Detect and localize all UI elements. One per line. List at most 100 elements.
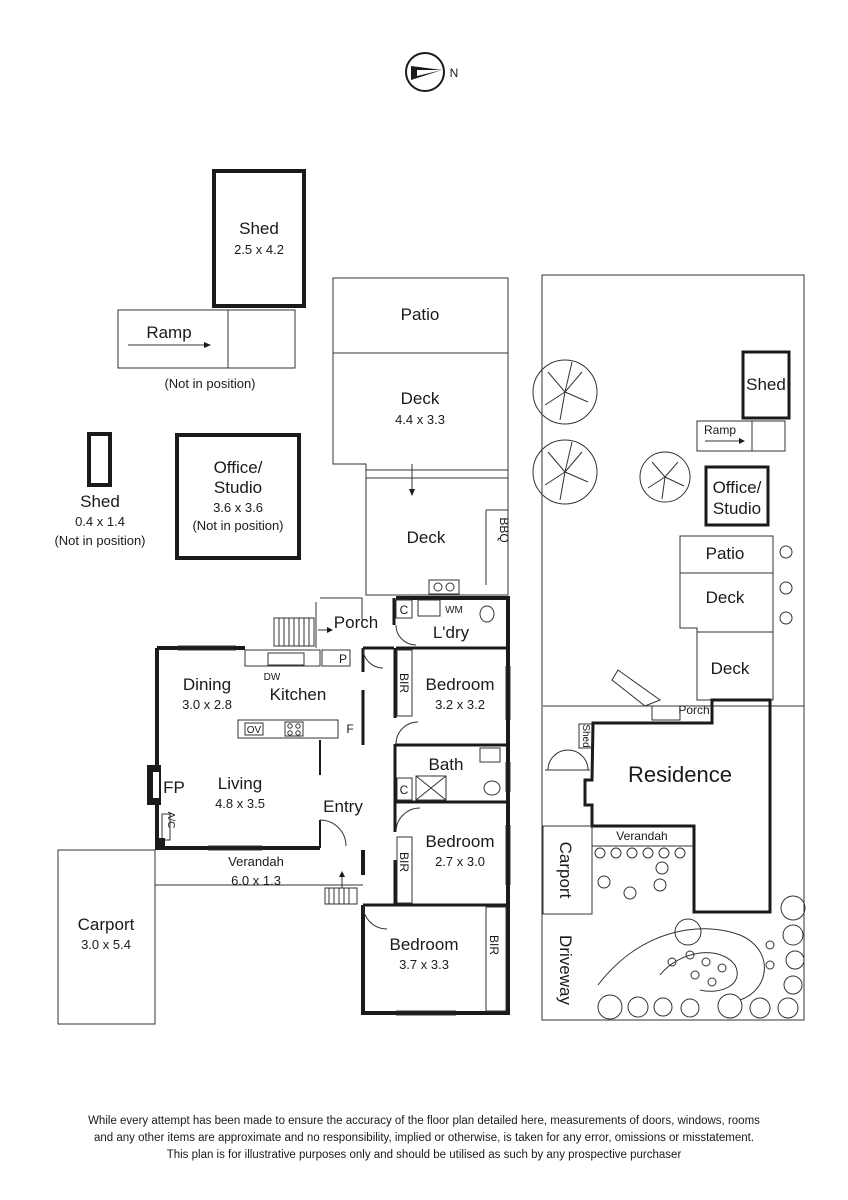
shed-small-note: (Not in position) xyxy=(54,533,145,548)
pantry-label: P xyxy=(339,652,347,666)
site-shed-label: Shed xyxy=(746,375,786,394)
house-walls xyxy=(147,596,510,1015)
shrub-icon xyxy=(779,581,793,595)
dining-label: Dining xyxy=(183,675,231,694)
oven-label: OV xyxy=(247,725,262,736)
site-shrubs xyxy=(594,847,806,1020)
bedroom3-label: Bedroom xyxy=(390,935,459,954)
verandah: Verandah 6.0 x 1.3 xyxy=(154,850,363,905)
ramp-label: Ramp xyxy=(146,323,191,342)
disclaimer: While every attempt has been made to ens… xyxy=(40,1113,808,1164)
site-small-shed-label: Shed xyxy=(580,724,591,747)
deck-arrow-icon xyxy=(409,489,415,496)
kitchen-sink-icon xyxy=(267,652,305,666)
kitchen-label: Kitchen xyxy=(270,685,327,704)
ac-label: A/C xyxy=(165,812,176,829)
site-deck1-outline xyxy=(679,573,774,633)
laundry-cupboard-label: C xyxy=(400,603,409,617)
site-residence-label: Residence xyxy=(628,762,732,787)
patio-label: Patio xyxy=(401,305,440,324)
site-residence-outline xyxy=(583,698,772,914)
site-gate-icon xyxy=(547,749,569,771)
bedroom2-dims: 2.7 x 3.0 xyxy=(435,854,485,869)
site-office-label-line1: Office/ xyxy=(713,478,762,497)
cooktop-icon xyxy=(284,721,304,737)
bedroom2-label: Bedroom xyxy=(426,832,495,851)
bedroom-2: BIR Bedroom 2.7 x 3.0 xyxy=(396,832,495,904)
shrub-icon xyxy=(779,545,793,559)
vanity-icon xyxy=(479,747,501,763)
site-patio-label: Patio xyxy=(706,544,745,563)
shower-icon xyxy=(415,775,447,801)
bedroom-3: BIR Bedroom 3.7 x 3.3 xyxy=(390,906,507,1012)
sink-outdoor-icon xyxy=(428,579,460,595)
office-note: (Not in position) xyxy=(192,518,283,533)
windows xyxy=(178,645,511,1016)
shed-large-dims: 2.5 x 4.2 xyxy=(234,242,284,257)
carport: Carport 3.0 x 5.4 xyxy=(57,849,156,1025)
shed-small: Shed 0.4 x 1.4 (Not in position) xyxy=(54,432,146,548)
carport-outline xyxy=(57,849,156,1025)
ac-unit-icon xyxy=(161,813,171,841)
bbq-label: BBQ xyxy=(497,517,511,542)
kitchen-dining: DW P Dining 3.0 x 2.8 Kitchen OV F xyxy=(182,649,354,739)
shed-large: Shed 2.5 x 4.2 xyxy=(212,169,306,308)
site-shed-outline xyxy=(741,350,791,420)
living-label: Living xyxy=(218,774,262,793)
site-porch-label: Porch xyxy=(678,703,709,717)
washing-machine-label: WM xyxy=(445,605,463,616)
shed-small-dims: 0.4 x 1.4 xyxy=(75,514,125,529)
kitchen-bench-lower xyxy=(237,719,339,739)
laundry: C WM L'dry xyxy=(395,599,495,642)
carport-dims: 3.0 x 5.4 xyxy=(81,937,131,952)
site-deck1-label: Deck xyxy=(706,588,745,607)
shed-small-label: Shed xyxy=(80,492,120,511)
tree-icon xyxy=(532,359,598,425)
bedroom2-bir-label: BIR xyxy=(397,852,411,872)
porch-label: Porch xyxy=(334,613,378,632)
deck-lower-outline xyxy=(365,478,509,596)
ramp-outline xyxy=(117,309,296,369)
office-label-line2: Studio xyxy=(214,478,262,497)
office-studio: Office/ Studio 3.6 x 3.6 (Not in positio… xyxy=(175,433,301,560)
verandah-steps-icon xyxy=(324,887,358,905)
bath-toilet-icon xyxy=(483,780,501,796)
bedroom1-label: Bedroom xyxy=(426,675,495,694)
site-boundary xyxy=(541,274,805,1021)
shed-large-label: Shed xyxy=(239,219,279,238)
site-deck2-label: Deck xyxy=(711,659,750,678)
bath-label: Bath xyxy=(429,755,464,774)
deck-lower-label: Deck xyxy=(407,528,446,547)
site-plan: Shed Ramp Office/ Studio Patio Deck Deck… xyxy=(532,274,806,1021)
compass: N xyxy=(405,52,458,92)
patio-outline xyxy=(332,277,509,354)
dishwasher-label: DW xyxy=(264,672,281,683)
living-entry: FP A/C Living 4.8 x 3.5 Entry xyxy=(163,774,363,828)
verandah-dims: 6.0 x 1.3 xyxy=(231,873,281,888)
ramp: Ramp (Not in position) xyxy=(117,309,296,391)
shed-large-outline xyxy=(212,169,306,308)
deck-upper-label: Deck xyxy=(401,389,440,408)
disclaimer-line2: and any other items are approximate and … xyxy=(93,1132,755,1144)
fireplace-label: FP xyxy=(163,778,185,797)
dining-dims: 3.0 x 2.8 xyxy=(182,697,232,712)
ramp-arrow-icon xyxy=(204,342,211,348)
carport-label: Carport xyxy=(78,915,135,934)
site-trees xyxy=(532,359,691,505)
laundry-label: L'dry xyxy=(433,623,470,642)
tree-icon xyxy=(639,451,691,503)
site-office-label-line2: Studio xyxy=(713,499,761,518)
shrub-icon xyxy=(779,611,793,625)
disclaimer-line1: While every attempt has been made to ens… xyxy=(88,1115,760,1127)
site-driveway-label: Driveway xyxy=(556,935,575,1005)
compass-circle-icon xyxy=(405,52,445,92)
site-carport-label: Carport xyxy=(556,842,575,899)
entry-label: Entry xyxy=(323,797,363,816)
site-carport-outline xyxy=(542,825,593,915)
site-verandah-label: Verandah xyxy=(616,829,667,843)
site-stairs-icon xyxy=(611,669,662,707)
bath: Bath C xyxy=(396,747,501,801)
oven-icon xyxy=(244,722,264,736)
site-garden-path xyxy=(597,928,765,1001)
